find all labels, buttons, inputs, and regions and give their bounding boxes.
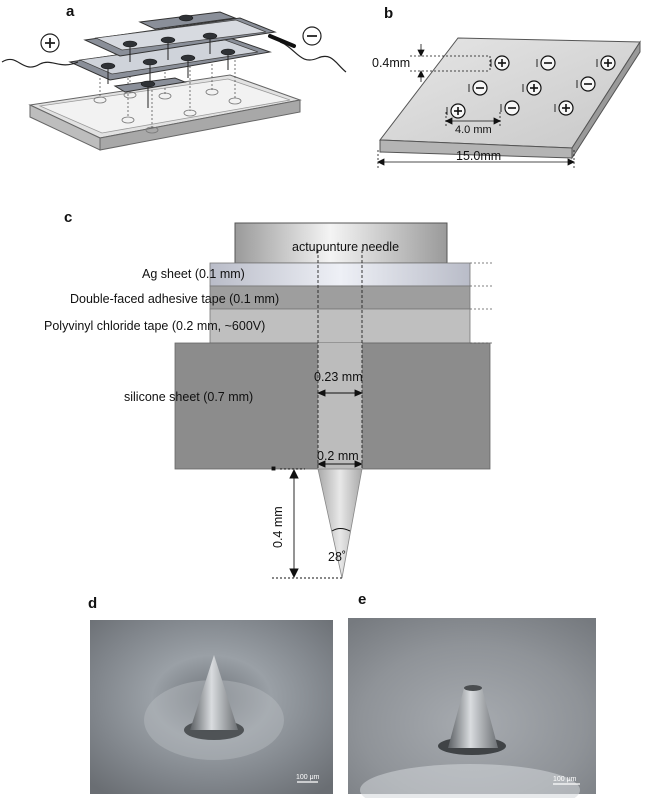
layer-pvc-tape (209, 308, 471, 344)
electrode-layer-upper-inner (94, 19, 267, 51)
panel-letter-e: e (358, 591, 366, 608)
dim-vertical (410, 44, 491, 82)
electrode-plate-top (379, 37, 641, 149)
wire-negative (279, 41, 347, 73)
layer-label-silicone: silicone sheet (0.7 mm) (124, 390, 253, 404)
electrode-negative-icon (468, 80, 488, 96)
scale-label-e: 100 μm (553, 776, 577, 783)
electrode-positive-icon (522, 80, 542, 96)
layer-label-pvc: Polyvinyl chloride tape (0.2 mm, ~600V) (44, 319, 265, 333)
layer-label-ag: Ag sheet (0.1 mm) (142, 267, 245, 281)
sem-e-tip-top (464, 685, 482, 691)
electrode-positive-icon (596, 55, 616, 71)
width-label: 15.0mm (456, 149, 501, 163)
dim-width (377, 150, 575, 168)
hole-diameter-label: 0.23 mm (314, 370, 363, 384)
panel-a: a (1, 3, 347, 151)
layer-label-adhesive: Double-faced adhesive tape (0.1 mm) (70, 292, 279, 306)
electrode-disks (100, 14, 236, 88)
needle-tip (317, 468, 363, 579)
spacing-horizontal-label: 4.0 mm (455, 124, 492, 136)
panel-letter-c: c (64, 209, 72, 226)
tip-angle-label: 28˚ (328, 550, 346, 564)
electrode-positive-icon (446, 103, 466, 119)
panel-letter-d: d (88, 595, 97, 612)
needle-head (234, 222, 448, 264)
layer-edge-marks (470, 262, 492, 344)
electrode-plate-side (571, 40, 641, 160)
layer-ag-sheet (209, 262, 471, 287)
electrode-negative-icon (500, 100, 520, 116)
tip-length-label: 0.4 mm (271, 506, 285, 548)
electrode-negative-icon (576, 76, 596, 92)
needle-shaft-outline (317, 250, 363, 469)
sem-e-glow (360, 764, 580, 798)
scale-label-d: 100 μm (296, 774, 320, 781)
electrode-positive-icon (554, 100, 574, 116)
base-plate-side-right (99, 99, 301, 151)
panel-d: d 100 μm (88, 595, 333, 794)
panel-e: e 100 μm (348, 591, 596, 798)
probe-negative (268, 34, 296, 48)
electrode-positive-icon (490, 55, 510, 71)
panel-c: c actupunture needle Ag sheet (0.1 mm) D… (44, 209, 492, 579)
sem-e-microneedle (448, 688, 498, 748)
needles (107, 39, 229, 108)
dim-tip-diameter (316, 460, 364, 468)
positive-electrode-icon (40, 33, 60, 53)
needle-label: actupunture needle (292, 240, 399, 254)
dim-hole (316, 389, 364, 397)
sem-d-microneedle (190, 655, 238, 730)
panel-letter-a: a (66, 3, 75, 20)
electrode-grid (446, 55, 616, 119)
tip-angle-arc (331, 528, 351, 532)
dim-horizontal (445, 112, 501, 126)
negative-electrode-icon (302, 26, 322, 46)
panel-b: b 0.4mm 4.0 mm (372, 5, 641, 168)
electrode-negative-icon (536, 55, 556, 71)
dim-tip-length (271, 466, 342, 579)
wire-positive (1, 59, 79, 68)
needle-channel (318, 343, 362, 469)
panel-letter-b: b (384, 5, 393, 22)
tip-diameter-label: 0.2 mm (317, 449, 359, 463)
spacing-vertical-label: 0.4mm (372, 56, 410, 70)
